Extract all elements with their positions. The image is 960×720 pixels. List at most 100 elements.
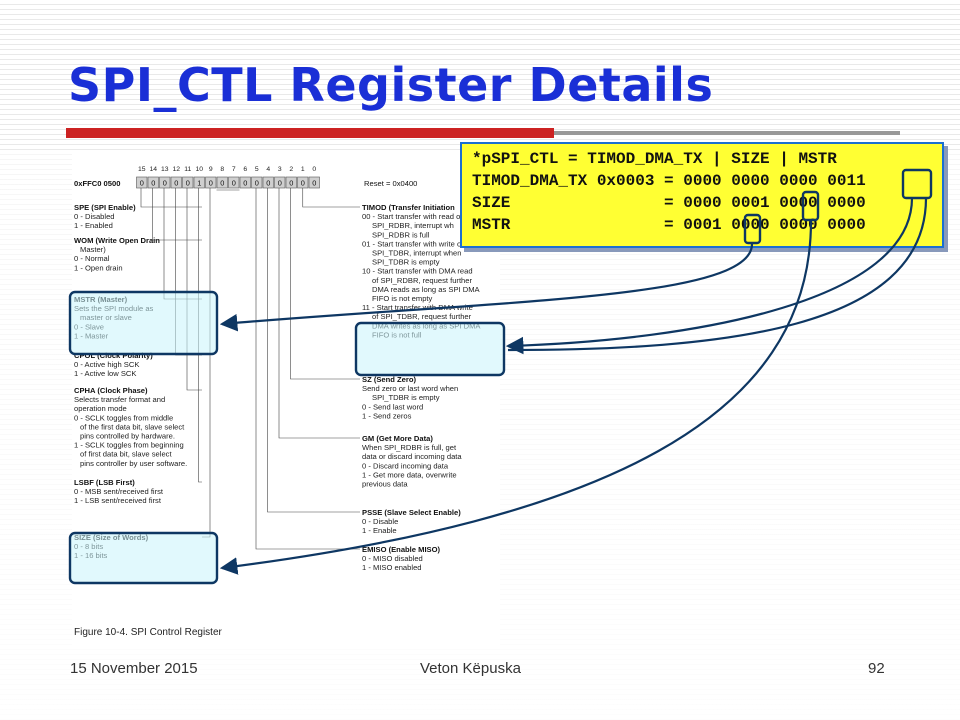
left-field-heading: CPOL (Clock Polarity) [74,351,153,360]
left-field-heading: SIZE (Size of Words) [74,533,149,542]
right-field-text: 00 - Start transfer with read of [362,212,463,221]
right-field-text: SPI_RDBR, interrupt wh [372,221,454,230]
right-field-text: SPI_TDBR is empty [372,393,440,402]
bit-value-label: 0 [140,179,144,188]
bit-number-label: 11 [184,166,191,173]
right-field-text: FIFO is not empty [372,294,433,303]
bit-number-label: 14 [149,166,157,173]
bit-cell [159,176,171,189]
bit-leader-line [152,188,202,241]
bit-value-label: 0 [151,179,155,188]
left-field-text: 1 - Active low SCK [74,369,136,378]
left-field-text: 0 - Slave [74,322,104,331]
bit-cell [193,176,205,189]
right-field-text: Send zero or last word when [362,384,458,393]
bit-value-label: 1 [197,179,201,188]
left-field-heading: WOM (Write Open Drain [74,236,160,245]
bit-number-label: 6 [243,166,247,173]
bit-number-label: 3 [278,166,282,173]
left-field-text: 1 - Master [74,331,109,340]
right-field-text: of SPI_TDBR, request further [372,312,472,321]
bit-number-label: 7 [232,166,236,173]
bit-number-label: 5 [255,166,259,173]
right-field-text: of SPI_RDBR, request further [372,276,472,285]
title-underline-accent [66,128,554,138]
bit-leader-line [267,188,360,513]
left-field-text: 1 - Open drain [74,263,123,272]
bit-leader-line [255,188,360,550]
footer-author: Veton Këpuska [420,660,521,677]
left-field-heading: MSTR (Master) [74,295,128,304]
left-field-heading: LSBF (LSB First) [74,478,135,487]
right-field-text: SPI_TDBR, interrupt when [372,249,461,258]
register-reset-label: Reset = 0x0400 [364,179,417,188]
bit-cell [251,176,263,189]
right-field-text: 10 - Start transfer with DMA read [362,267,473,276]
bit-cell [228,176,240,189]
right-field-text: 01 - Start transfer with write of [362,239,464,248]
left-field-text: master or slave [80,313,132,322]
right-field-text: 1 - Get more data, overwrite [362,470,457,479]
bit-leader-line [175,188,202,356]
bit-leader-line [198,188,202,483]
right-field-text: SPI_TDBR is empty [372,258,440,267]
right-field-heading: SZ (Send Zero) [362,375,416,384]
code-line-4: MSTR = 0001 0000 0000 0000 [472,216,866,234]
bit-value-label: 0 [163,179,167,188]
left-field-text: 1 - SCLK toggles from beginning [74,441,184,450]
bit-leader-line [163,188,202,300]
bit-value-label: 0 [289,179,293,188]
right-field-text: DMA writes as long as SPI DMA [372,321,481,330]
bit-number-label: 8 [220,166,224,173]
bit-value-label: 0 [174,179,178,188]
code-snippet-box: *pSPI_CTL = TIMOD_DMA_TX | SIZE | MSTR T… [460,142,944,248]
left-field-text: of the first data bit, slave select [80,422,185,431]
left-field-text: of first data bit, slave select [80,450,172,459]
left-field-text: pins controller by user software. [80,459,187,468]
right-field-heading: GM (Get More Data) [362,434,433,443]
bit-leader-line [140,188,202,208]
right-field-text: When SPI_RDBR is full, get [362,443,457,452]
right-field-text: 1 - MISO enabled [362,563,422,572]
right-field-text: 0 - Disable [362,517,398,526]
register-address-label: 0xFFC0 0500 [74,179,120,188]
left-field-heading: SPE (SPI Enable) [74,203,136,212]
bit-value-label: 0 [255,179,259,188]
right-field-text: 0 - MISO disabled [362,554,423,563]
left-field-text: 0 - MSB sent/received first [74,487,164,496]
bit-number-label: 2 [289,166,293,173]
bit-cell [205,176,217,189]
bit-cell [308,176,320,189]
bit-cell [216,176,228,189]
code-line-2: TIMOD_DMA_TX 0x0003 = 0000 0000 0000 001… [472,172,866,190]
right-field-text: 1 - Enable [362,526,397,535]
bit-number-label: 9 [209,166,213,173]
bit-cell [285,176,297,189]
left-field-text: 0 - 8 bits [74,542,103,551]
left-field-text: 1 - Enabled [74,221,113,230]
bit-leader-line [302,188,360,208]
left-field-text: Master) [80,245,106,254]
right-field-heading: PSSE (Slave Select Enable) [362,508,461,517]
right-field-text: 1 - Send zeros [362,411,412,420]
right-field-text: SPI_RDBR is full [372,230,430,239]
bit-value-label: 0 [266,179,270,188]
right-field-heading: TIMOD (Transfer Initiation [362,203,455,212]
bit-cell [239,176,251,189]
footer-page-number: 92 [868,660,885,677]
left-field-text: Sets the SPI module as [74,304,154,313]
title-underline-rule [554,131,900,135]
bit-leader-line [278,188,360,439]
bit-cell [262,176,274,189]
bit-cell [136,176,148,189]
bit-value-label: 0 [209,179,213,188]
bit-value-label: 0 [312,179,316,188]
bit-number-label: 4 [266,166,270,173]
right-field-text: previous data [362,480,408,489]
left-field-text: operation mode [74,404,127,413]
bit-number-label: 10 [195,166,203,173]
right-field-text: DMA reads as long as SPI DMA [372,285,481,294]
left-field-text: 0 - Normal [74,254,110,263]
bit-cell [170,176,182,189]
bit-value-label: 0 [278,179,282,188]
